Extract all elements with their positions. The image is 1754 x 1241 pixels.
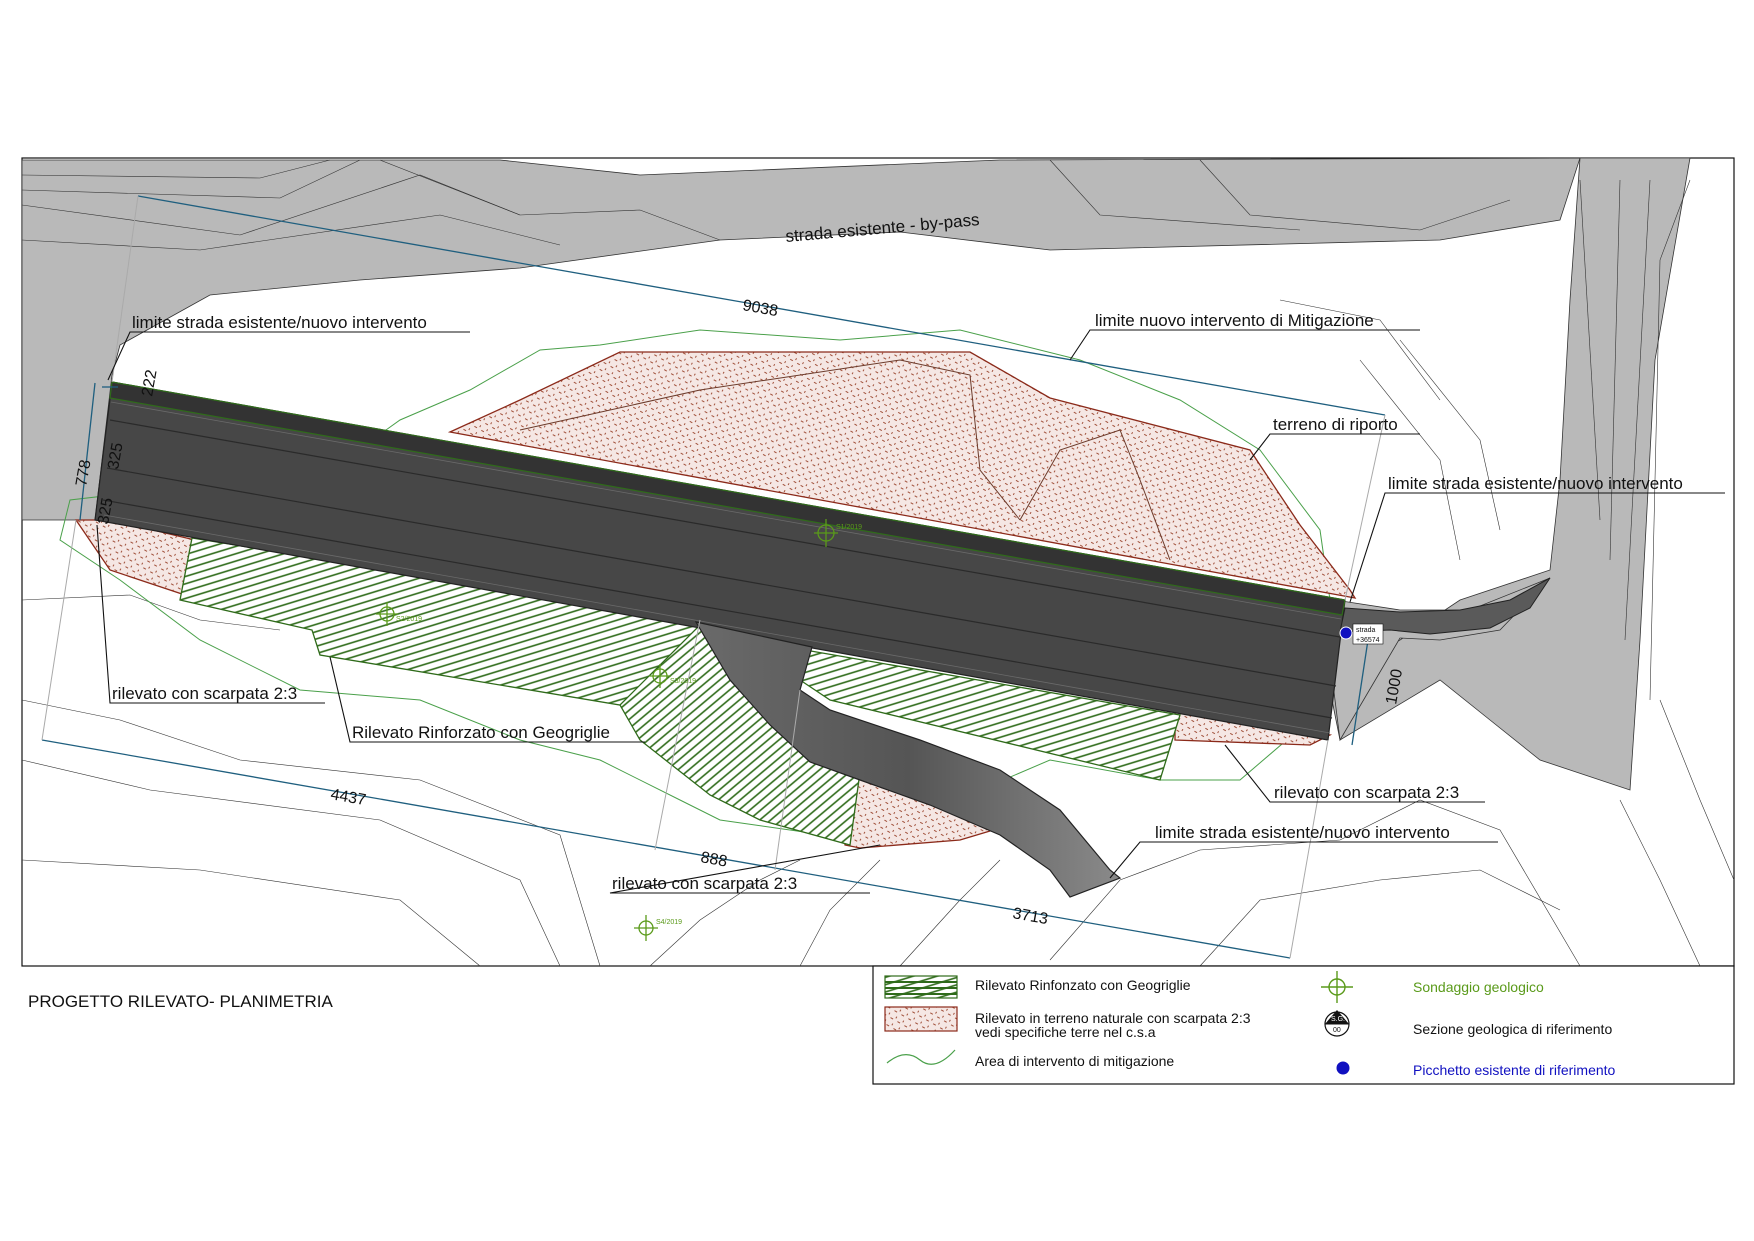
callout-rinforzato: Rilevato Rinforzato con Geogriglie: [352, 723, 610, 742]
probe-s1-icon: [814, 519, 838, 547]
callout-scarpata-w: rilevato con scarpata 2:3: [112, 684, 297, 703]
legend-label-stake: Picchetto esistente di riferimento: [1413, 1062, 1616, 1078]
legend-label-reinforced: Rilevato Rinfonzato con Geogriglie: [975, 977, 1191, 993]
dimension-1000: 1000: [1383, 668, 1406, 706]
dimension-888: 888: [699, 849, 728, 870]
callout-limite-nw: limite strada esistente/nuovo intervento: [132, 313, 427, 332]
dimension-lines: [41, 195, 1386, 959]
terrain-lines: [21, 159, 1735, 967]
reference-stake-icon: [1339, 626, 1353, 640]
road-deck-north-edge: [109, 381, 1346, 616]
probe-s4-label: S4/2019: [656, 919, 682, 926]
legend-swatch-natural: [884, 1006, 958, 1032]
probe-s2-icon: [376, 602, 398, 626]
dimension-778: 778: [73, 458, 94, 487]
probe-s4-icon: [634, 915, 658, 941]
dimension-325-lower: 325: [95, 496, 116, 525]
dimension-3713: 3713: [1011, 905, 1049, 928]
road-lane-highlights: [103, 401, 1342, 734]
legend-stake-icon: [1335, 1060, 1351, 1076]
probe-s3-label: S3/2019: [670, 678, 696, 685]
reference-stake-line2: +36574: [1356, 637, 1380, 644]
legend-section-bottom: 00: [1333, 1027, 1341, 1034]
legend-swatch-mitigation: [886, 1049, 956, 1065]
callout-limite-e: limite strada esistente/nuovo intervento: [1388, 474, 1683, 493]
probe-s2-label: S2/2019: [396, 616, 422, 623]
legend-label-natural-2: vedi specifiche terre nel c.s.a: [975, 1024, 1156, 1040]
dimension-325-upper: 325: [105, 441, 126, 470]
legend-label-mitigation: Area di intervento di mitigazione: [975, 1053, 1174, 1069]
legend-box: [872, 965, 1735, 1085]
legend-section-top: S.G.: [1331, 1016, 1345, 1023]
contour-north: [519, 359, 1171, 561]
ramp-lane: [694, 621, 1122, 898]
callout-limite-s: limite strada esistente/nuovo intervento: [1155, 823, 1450, 842]
probe-s1-label: S1/2019: [836, 524, 862, 531]
legend-swatch-reinforced-lines: [885, 981, 957, 995]
callout-scarpata-se: rilevato con scarpata 2:3: [1274, 783, 1459, 802]
legend-label-natural-1: Rilevato in terreno naturale con scarpat…: [975, 1010, 1251, 1026]
mitigation-area-outline: [59, 329, 1331, 841]
legend-label-probe: Sondaggio geologico: [1413, 979, 1544, 995]
dimension-9038: 9038: [741, 297, 779, 320]
reference-stake-line1: strada: [1356, 627, 1376, 634]
existing-road-bypass: [21, 157, 1581, 521]
legend-section-icon: [1324, 1010, 1350, 1037]
callout-limite-mitigazione: limite nuovo intervento di Mitigazione: [1095, 311, 1374, 330]
drawing-title: PROGETTO RILEVATO- PLANIMETRIA: [28, 992, 333, 1011]
road-lane-lines: [102, 419, 1341, 719]
reference-stake-tag: [1352, 623, 1384, 645]
dimension-4437: 4437: [329, 786, 367, 809]
callout-scarpata-s: rilevato con scarpata 2:3: [612, 874, 797, 893]
extension-lines: [41, 195, 1386, 959]
legend-probe-icon: [1321, 971, 1353, 1003]
callout-underlines: [110, 329, 1725, 894]
probe-s3-icon: [649, 664, 671, 688]
legend-label-section: Sezione geologica di riferimento: [1413, 1021, 1612, 1037]
callout-terreno-riporto: terreno di riporto: [1273, 415, 1398, 434]
dimension-222: 222: [139, 368, 160, 397]
